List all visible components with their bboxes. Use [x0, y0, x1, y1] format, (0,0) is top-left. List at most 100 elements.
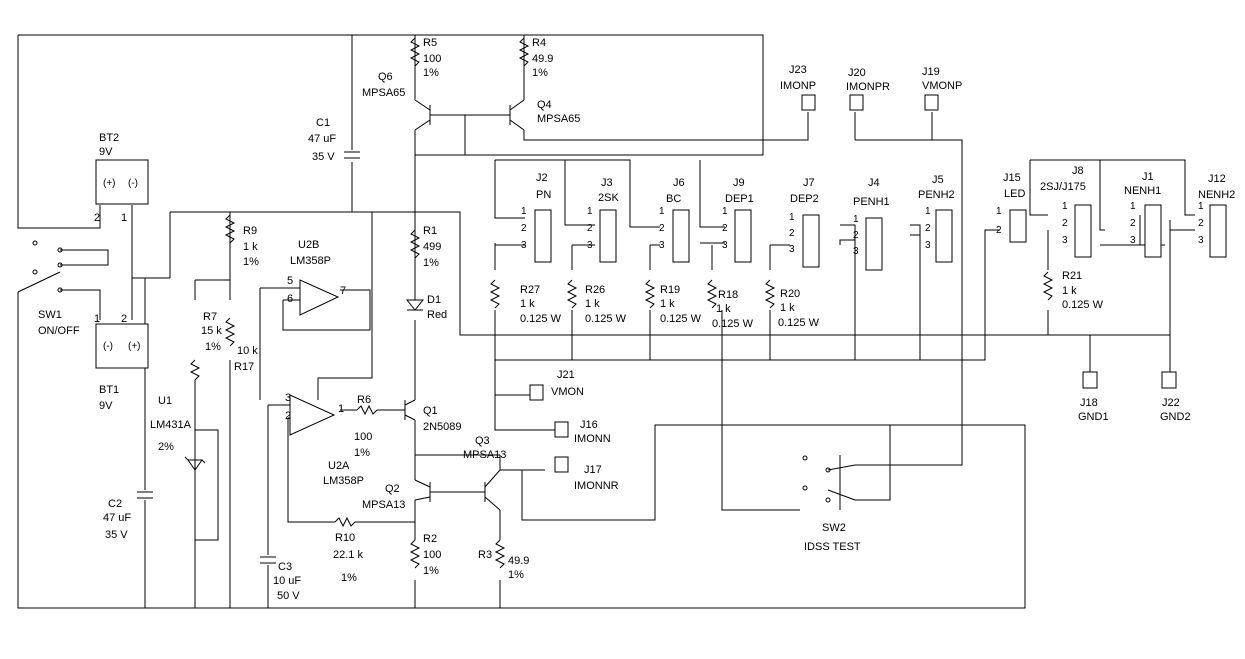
connector-pin-numbers: 1 2 3 1 2 3 1 2 3 1 2 3 1 2 3 1 2 3 1 2 …: [521, 201, 1204, 257]
r18-watt: 0.125 W: [712, 318, 754, 330]
j20-ref: J20: [848, 67, 866, 79]
u1-part: LM431A: [150, 419, 192, 431]
j18-label: GND1: [1078, 411, 1109, 423]
r4-value: 49.9: [532, 53, 553, 65]
j8-label: 2SJ/J175: [1040, 181, 1086, 193]
r10-symbol: [334, 516, 356, 528]
svg-text:2: 2: [587, 223, 593, 234]
q2-transistor-icon: [414, 479, 440, 502]
svg-text:3: 3: [1062, 235, 1068, 246]
svg-text:1: 1: [996, 206, 1002, 217]
r19-symbol: [644, 279, 656, 309]
svg-text:2: 2: [996, 225, 1002, 236]
capacitor-symbols: [137, 151, 360, 564]
r18-symbol: [706, 279, 718, 309]
r19-watt: 0.125 W: [660, 313, 702, 325]
c2-ref: C2: [108, 498, 122, 510]
r17-symbol: [189, 359, 201, 381]
u2a-part: LM358P: [323, 475, 364, 487]
u2a-opamp-icon: [289, 394, 336, 436]
r5-tol: 1%: [423, 67, 439, 79]
j8-body: [1074, 204, 1092, 258]
bt1-pin2: 2: [121, 313, 127, 325]
svg-text:2: 2: [1130, 218, 1136, 229]
bt1-minus: (-): [103, 341, 113, 352]
j22-ref: J22: [1162, 397, 1180, 409]
u2a-ref: U2A: [328, 460, 350, 472]
sw1-switch-icon: [17, 240, 63, 293]
j3-body: [599, 209, 617, 263]
j1-body: [1144, 204, 1162, 258]
r5-symbol: [409, 37, 421, 67]
u2b-ref: U2B: [298, 239, 319, 251]
r26-value: 1 k: [585, 298, 600, 310]
j5-body: [935, 209, 953, 263]
q2-part: MPSA13: [362, 499, 405, 511]
transistor-symbols: [400, 99, 525, 511]
q3-part: MPSA13: [463, 449, 506, 461]
svg-text:1: 1: [925, 206, 931, 217]
svg-text:3: 3: [789, 244, 795, 255]
wires: [17, 34, 1195, 609]
svg-text:1: 1: [722, 206, 728, 217]
j2-ref: J2: [536, 172, 548, 184]
u2b-opamp-icon: [299, 279, 340, 316]
j19-label: VMONP: [922, 80, 962, 92]
r27-ref: R27: [520, 284, 540, 296]
r6-tol: 1%: [354, 447, 370, 459]
r18-value: 1 k: [716, 303, 731, 315]
j6-ref: J6: [673, 177, 685, 189]
u1-ref: U1: [158, 395, 172, 407]
bt2-value: 9V: [99, 146, 113, 158]
connector-bodies: [529, 94, 1227, 473]
r27-watt: 0.125 W: [520, 313, 562, 325]
sw2-label: IDSS TEST: [804, 541, 861, 553]
u2a-pin1: 1: [338, 403, 344, 415]
j21-body: [529, 384, 544, 401]
svg-text:1: 1: [1062, 201, 1068, 212]
j16-label: IMONN: [574, 433, 611, 445]
j16-ref: J16: [580, 419, 598, 431]
j12-body: [1209, 204, 1227, 258]
svg-text:2: 2: [722, 223, 728, 234]
svg-text:1: 1: [521, 206, 527, 217]
r10-tol: 1%: [341, 572, 357, 584]
bt2-battery-icon: [95, 159, 149, 205]
r26-watt: 0.125 W: [585, 313, 627, 325]
bt1-battery-icon: [95, 323, 149, 369]
j23-label: IMONP: [780, 80, 816, 92]
r20-watt: 0.125 W: [778, 317, 820, 329]
svg-text:3: 3: [722, 240, 728, 251]
j4-body: [865, 217, 883, 271]
j4-label: PENH1: [853, 196, 890, 208]
j22-body: [1161, 371, 1177, 389]
j7-body: [802, 214, 820, 268]
q3-transistor-icon: [475, 469, 501, 511]
r5-value: 100: [423, 53, 441, 65]
r17-value: 10 k: [237, 345, 258, 357]
r26-symbol: [566, 279, 578, 309]
svg-text:2: 2: [659, 223, 665, 234]
bt1-ref: BT1: [99, 384, 119, 396]
svg-text:3: 3: [659, 240, 665, 251]
j19-body: [924, 94, 939, 111]
svg-text:1: 1: [1130, 201, 1136, 212]
r4-tol: 1%: [532, 67, 548, 79]
connector-labels: J23 IMONP J20 IMONPR J19 VMONP J2 PN J3 …: [536, 64, 1235, 492]
j16-body: [554, 421, 569, 438]
j9-ref: J9: [733, 177, 745, 189]
svg-text:1: 1: [659, 206, 665, 217]
j17-ref: J17: [584, 464, 602, 476]
svg-text:3: 3: [925, 240, 931, 251]
d1-ref: D1: [427, 294, 441, 306]
r21-value: 1 k: [1062, 285, 1077, 297]
bt2-pin1: 1: [121, 212, 127, 224]
r2-ref: R2: [423, 533, 437, 545]
j19-ref: J19: [922, 66, 940, 78]
r21-ref: R21: [1062, 270, 1082, 282]
q1-transistor-icon: [400, 399, 416, 421]
r6-symbol: [356, 404, 378, 416]
j3-ref: J3: [601, 177, 613, 189]
q1-ref: Q1: [423, 405, 438, 417]
c3-ref: C3: [278, 561, 292, 573]
